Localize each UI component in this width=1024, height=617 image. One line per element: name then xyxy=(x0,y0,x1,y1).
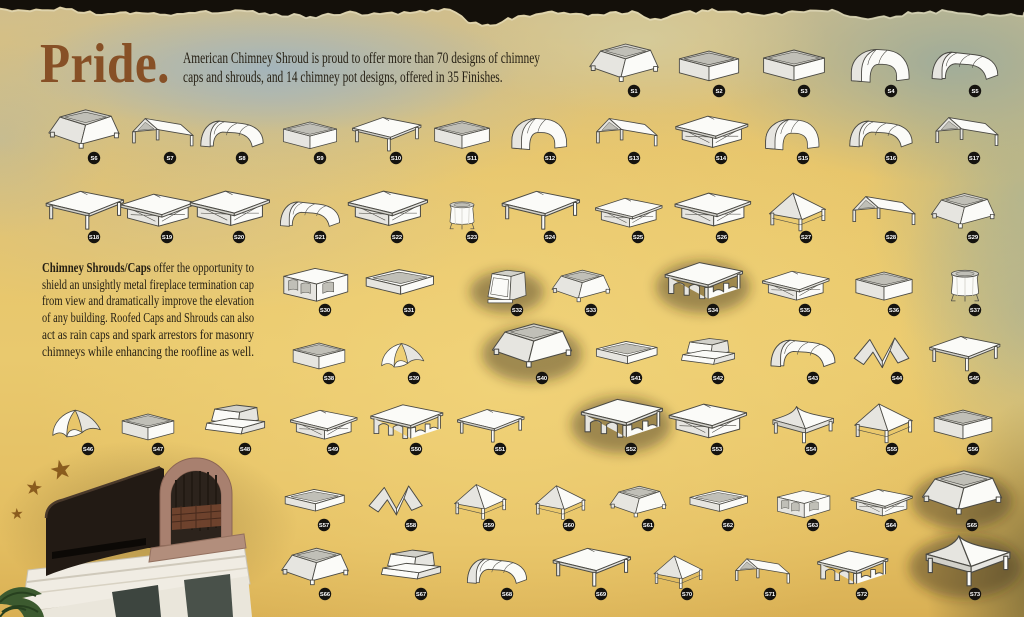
svg-text:S38: S38 xyxy=(324,376,335,382)
svg-text:S63: S63 xyxy=(808,523,819,529)
svg-text:S37: S37 xyxy=(970,308,980,314)
svg-text:S68: S68 xyxy=(502,592,513,598)
svg-text:S72: S72 xyxy=(857,592,867,598)
svg-text:S60: S60 xyxy=(564,523,574,529)
svg-text:S12: S12 xyxy=(545,156,555,162)
svg-text:S25: S25 xyxy=(633,235,644,241)
svg-text:S54: S54 xyxy=(806,447,817,453)
svg-text:S55: S55 xyxy=(887,447,898,453)
svg-text:S5: S5 xyxy=(971,89,979,95)
svg-text:S4: S4 xyxy=(887,89,895,95)
svg-text:S3: S3 xyxy=(800,89,808,95)
svg-text:S36: S36 xyxy=(889,308,900,314)
svg-text:S57: S57 xyxy=(319,523,329,529)
svg-text:S18: S18 xyxy=(89,235,100,241)
svg-text:S64: S64 xyxy=(886,523,897,529)
svg-text:S32: S32 xyxy=(512,308,522,314)
svg-text:S9: S9 xyxy=(316,156,324,162)
svg-text:S70: S70 xyxy=(682,592,692,598)
svg-text:S50: S50 xyxy=(411,447,421,453)
svg-text:S40: S40 xyxy=(537,376,547,382)
svg-text:S10: S10 xyxy=(391,156,401,162)
svg-text:S65: S65 xyxy=(967,523,978,529)
svg-text:S22: S22 xyxy=(392,235,402,241)
svg-text:S52: S52 xyxy=(626,447,636,453)
svg-text:S8: S8 xyxy=(238,156,246,162)
svg-text:S43: S43 xyxy=(808,376,819,382)
svg-text:S41: S41 xyxy=(631,376,642,382)
svg-text:S23: S23 xyxy=(467,235,478,241)
svg-text:S7: S7 xyxy=(166,156,173,162)
svg-text:S11: S11 xyxy=(467,156,478,162)
svg-text:S73: S73 xyxy=(970,592,981,598)
svg-text:S45: S45 xyxy=(969,376,980,382)
svg-text:S17: S17 xyxy=(969,156,979,162)
svg-text:S15: S15 xyxy=(798,156,809,162)
svg-text:S16: S16 xyxy=(886,156,897,162)
svg-text:S33: S33 xyxy=(586,308,597,314)
svg-text:S27: S27 xyxy=(801,235,811,241)
svg-text:S29: S29 xyxy=(968,235,979,241)
svg-text:S42: S42 xyxy=(713,376,723,382)
svg-text:S1: S1 xyxy=(630,89,638,95)
svg-text:S24: S24 xyxy=(545,235,556,241)
svg-text:S6: S6 xyxy=(90,156,98,162)
svg-text:S31: S31 xyxy=(404,308,415,314)
svg-text:S35: S35 xyxy=(800,308,811,314)
svg-text:S14: S14 xyxy=(716,156,727,162)
svg-text:S48: S48 xyxy=(240,447,251,453)
svg-text:S21: S21 xyxy=(315,235,326,241)
svg-text:S53: S53 xyxy=(712,447,723,453)
svg-text:S51: S51 xyxy=(495,447,506,453)
svg-text:S59: S59 xyxy=(484,523,495,529)
svg-text:S67: S67 xyxy=(416,592,426,598)
svg-text:S34: S34 xyxy=(708,308,719,314)
svg-text:S58: S58 xyxy=(406,523,417,529)
svg-text:S19: S19 xyxy=(162,235,173,241)
svg-text:S62: S62 xyxy=(723,523,733,529)
svg-text:S20: S20 xyxy=(234,235,244,241)
svg-text:S66: S66 xyxy=(320,592,331,598)
svg-text:S69: S69 xyxy=(596,592,607,598)
svg-text:S26: S26 xyxy=(717,235,728,241)
svg-text:S28: S28 xyxy=(886,235,897,241)
svg-text:S39: S39 xyxy=(409,376,420,382)
svg-text:S30: S30 xyxy=(320,308,330,314)
svg-text:S13: S13 xyxy=(629,156,640,162)
svg-text:S49: S49 xyxy=(328,447,339,453)
svg-text:S2: S2 xyxy=(715,89,722,95)
svg-text:S56: S56 xyxy=(968,447,979,453)
svg-text:S44: S44 xyxy=(892,376,903,382)
svg-text:S71: S71 xyxy=(765,592,776,598)
svg-text:S61: S61 xyxy=(643,523,654,529)
